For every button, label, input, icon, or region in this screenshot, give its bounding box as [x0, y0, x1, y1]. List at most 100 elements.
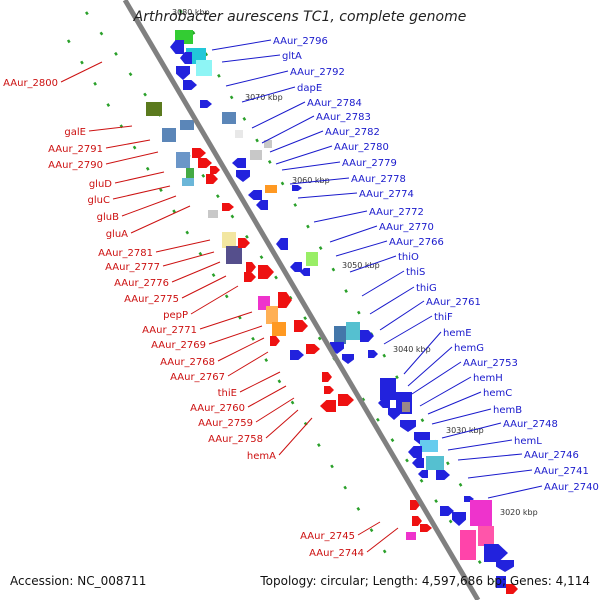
label-leader-line: [366, 527, 399, 553]
gene-feature: [306, 344, 320, 354]
gene-feature: [198, 158, 212, 168]
gene-feature: [400, 420, 416, 432]
gene-label-reverse: gluB: [97, 212, 119, 223]
gene-feature: [248, 190, 262, 200]
gene-label-reverse: hemA: [247, 451, 276, 462]
label-leader-line: [121, 195, 177, 217]
label-leader-line: [241, 86, 296, 103]
gene-feature: [320, 400, 336, 412]
label-leader-line: [369, 286, 415, 315]
gene-label-forward: AAur_2772: [369, 207, 424, 218]
gene-feature: [436, 470, 450, 480]
label-leader-line: [289, 177, 350, 185]
label-leader-line: [379, 300, 425, 331]
gene-feature: [206, 174, 218, 184]
gene-feature: [180, 120, 194, 130]
gene-feature: [192, 148, 206, 158]
label-leader-line: [199, 311, 253, 330]
gene-feature: [478, 526, 494, 546]
gene-label-reverse: AAur_2744: [309, 548, 364, 559]
gene-label-forward: AAur_2740: [544, 482, 599, 493]
gene-features-layer: [66, 9, 518, 594]
label-leader-line: [155, 239, 211, 253]
gene-feature: [276, 238, 288, 250]
gene-label-reverse: gluC: [88, 195, 110, 206]
gene-feature: [272, 322, 286, 336]
label-leader-line: [357, 521, 381, 536]
gene-label-reverse: AAur_2771: [142, 325, 197, 336]
gene-feature: [406, 532, 416, 540]
label-leader-line: [251, 101, 306, 129]
gene-feature: [440, 506, 454, 516]
gene-label-forward: AAur_2753: [463, 358, 518, 369]
tick-label: 3030 kbp: [446, 426, 484, 435]
gene-label-forward: AAur_2782: [325, 127, 380, 138]
label-leader-line: [329, 225, 378, 243]
gene-feature: [338, 394, 354, 406]
gene-feature: [180, 52, 192, 64]
gene-feature: [222, 232, 236, 248]
tick-label: 3070 kbp: [245, 93, 283, 102]
gene-feature: [208, 210, 218, 218]
gene-label-reverse: AAur_2768: [160, 357, 215, 368]
gene-feature: [278, 292, 292, 308]
gene-feature: [270, 336, 280, 346]
label-leader-line: [171, 261, 221, 283]
gene-feature: [236, 170, 250, 182]
label-leader-line: [261, 115, 315, 144]
gene-feature: [226, 246, 242, 264]
gene-feature: [200, 100, 212, 108]
label-leader-line: [225, 70, 289, 87]
gene-label-forward: hemG: [454, 343, 484, 354]
gene-feature: [412, 516, 422, 526]
gene-label-reverse: AAur_2781: [98, 248, 153, 259]
gene-label-reverse: AAur_2800: [3, 78, 58, 89]
genome-backbone: [122, 0, 481, 600]
tick-label: 3060 kbp: [292, 176, 330, 185]
tick-label: 3020 kbp: [500, 508, 538, 517]
gene-feature: [496, 576, 506, 588]
label-leader-line: [60, 61, 103, 83]
track-guide: [66, 39, 392, 561]
label-leader-line: [265, 409, 299, 439]
gene-feature: [300, 268, 310, 276]
label-leaders-layer: [60, 39, 543, 553]
gene-feature: [496, 560, 514, 572]
label-leader-line: [431, 408, 492, 425]
gene-label-forward: thiS: [406, 267, 425, 278]
gene-label-forward: AAur_2784: [307, 98, 362, 109]
label-leader-line: [247, 385, 287, 408]
label-leader-line: [239, 371, 281, 393]
gene-label-reverse: AAur_2758: [208, 434, 263, 445]
label-leader-line: [114, 171, 165, 184]
gene-label-reverse: gluD: [89, 179, 112, 190]
gene-label-forward: dapE: [297, 83, 322, 94]
gene-label-forward: hemL: [514, 436, 542, 447]
gene-feature: [176, 66, 190, 80]
gene-label-forward: AAur_2766: [389, 237, 444, 248]
gene-feature: [292, 185, 302, 191]
gene-feature: [388, 408, 400, 420]
gene-label-reverse: AAur_2776: [114, 278, 169, 289]
label-leader-line: [281, 161, 341, 171]
label-leader-line: [403, 331, 442, 375]
tick-label: 3040 kbp: [393, 345, 431, 354]
label-leader-line: [297, 192, 358, 199]
gene-feature: [290, 262, 302, 272]
label-leader-line: [349, 255, 397, 273]
gene-label-reverse: AAur_2791: [48, 144, 103, 155]
label-leader-line: [211, 39, 272, 51]
gene-label-forward: thiO: [398, 252, 419, 263]
gene-label-forward: AAur_2770: [379, 222, 434, 233]
genome-summary-text: Topology: circular; Length: 4,597,686 bp…: [260, 574, 590, 588]
label-leader-line: [105, 151, 159, 165]
gene-feature: [418, 470, 428, 478]
label-leader-line: [181, 275, 227, 299]
gene-feature: [410, 500, 420, 510]
label-leader-line: [162, 251, 215, 267]
label-leader-line: [447, 439, 513, 451]
gene-feature: [470, 500, 492, 526]
gene-feature: [360, 330, 374, 342]
gene-feature: [250, 150, 262, 160]
